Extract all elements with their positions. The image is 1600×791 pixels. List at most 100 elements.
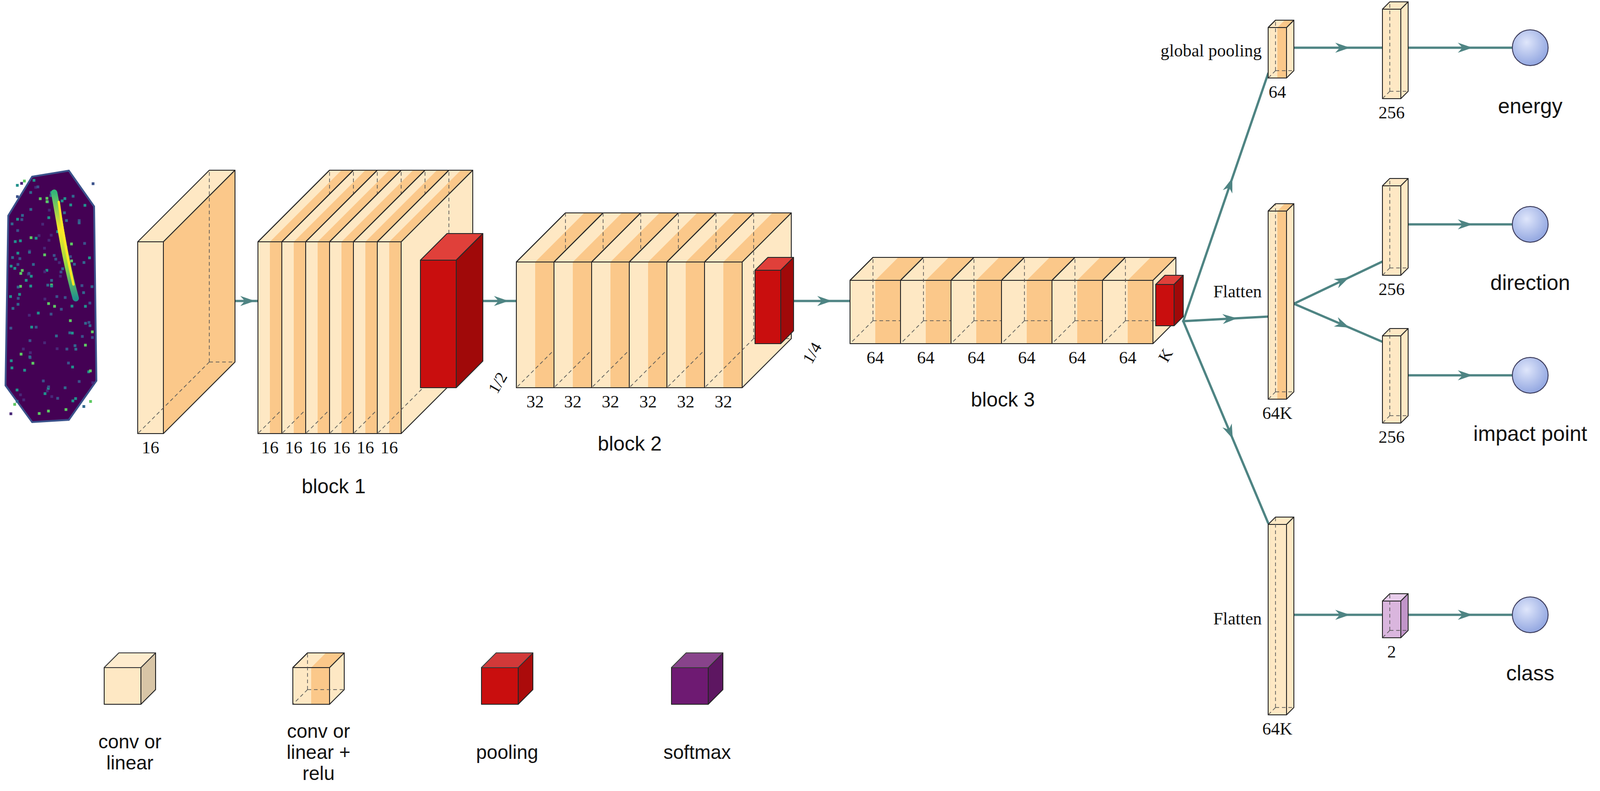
layer-size: 64K: [1262, 719, 1293, 739]
connector-line: [1408, 46, 1512, 50]
pixel: [41, 379, 45, 383]
hidden-edge: [1382, 415, 1390, 424]
layer-size: 32: [676, 392, 695, 412]
layer-size: 256: [1378, 103, 1405, 123]
pixel: [70, 242, 73, 246]
pixel: [18, 257, 22, 261]
connector-arrow: [1293, 609, 1383, 621]
hidden-edge: [1023, 257, 1025, 321]
swatch-front: [481, 667, 519, 705]
layer-shape: [1268, 20, 1294, 79]
output-node: energy: [1511, 29, 1549, 67]
softmax-layer: 2: [1382, 593, 1409, 638]
layer-name: Flatten: [1213, 609, 1262, 629]
pixel: [83, 204, 87, 207]
hidden-edge: [1389, 178, 1391, 269]
pool-factor: 1/4: [799, 339, 826, 368]
pixel: [16, 251, 20, 255]
pixel: [82, 291, 85, 295]
shower-core: [58, 201, 74, 285]
pixel: [54, 257, 57, 261]
arrow-head: [1457, 42, 1473, 53]
pixel: [57, 261, 61, 264]
hidden-edge: [1389, 328, 1391, 416]
connector-arrow: [1408, 42, 1512, 53]
connector-arrow: [482, 296, 517, 307]
front-face: [1382, 9, 1401, 99]
connector-arrow: [1183, 313, 1269, 325]
front-outline: [377, 241, 402, 434]
front-outline: [666, 262, 705, 388]
pixel: [47, 385, 51, 389]
pixel: [91, 381, 95, 385]
pixel: [82, 261, 86, 264]
front-outline: [591, 262, 630, 388]
pooling-layer: 1/4: [755, 257, 794, 344]
layer-size: 32: [639, 392, 657, 412]
pixel: [21, 213, 24, 217]
pixel: [13, 240, 17, 244]
front-face: [1102, 280, 1153, 344]
relu-band: [317, 241, 330, 434]
connector-line: [1293, 261, 1383, 304]
layer-size: 16: [332, 438, 351, 458]
pixel: [27, 313, 31, 317]
relu-band: [1277, 203, 1294, 212]
connector-line: [1408, 374, 1512, 377]
pixel: [50, 234, 53, 237]
pixel: [34, 236, 38, 240]
image-texture: [9, 179, 95, 416]
layer-name: Flatten: [1213, 282, 1262, 302]
relu-band: [1026, 280, 1052, 344]
pixel: [15, 400, 19, 403]
hidden-edge: [1382, 630, 1390, 638]
side-face: [1400, 593, 1409, 638]
pixel: [47, 216, 51, 219]
side-face: [1400, 1, 1409, 99]
relu-band: [269, 241, 282, 434]
layer-name: global pooling: [1160, 41, 1262, 61]
connector-arrow: [1293, 261, 1383, 304]
connector-arrow: [1293, 42, 1383, 53]
hidden-edge: [1389, 415, 1409, 417]
connector-arrow: [793, 296, 851, 307]
relu-band: [365, 241, 378, 434]
top-outline: [1268, 203, 1294, 212]
pixel: [19, 272, 23, 275]
layer-size: 16: [356, 438, 375, 458]
pixel: [32, 262, 35, 266]
pixel: [28, 351, 32, 355]
hidden-edge: [137, 362, 210, 434]
pixel: [49, 313, 53, 316]
pixel: [29, 191, 33, 195]
output-node: direction: [1511, 206, 1549, 243]
arrow-head: [1335, 609, 1350, 621]
front-face: [257, 241, 282, 434]
connector-line: [1293, 303, 1383, 342]
pixel: [16, 296, 20, 300]
hidden-edge: [1074, 257, 1076, 321]
front-face: [292, 667, 330, 705]
layer-size: 64: [1018, 348, 1036, 368]
arrow-head: [1222, 178, 1233, 194]
pixel: [77, 221, 81, 225]
layer-block: block 3646464646464K: [850, 257, 1184, 344]
conv-layer: global pooling64: [1268, 20, 1294, 79]
pixel: [69, 203, 73, 207]
front-outline: [1051, 280, 1103, 344]
conv-layer: Flatten64K: [1268, 517, 1294, 716]
conv-layer: 256: [1382, 328, 1409, 424]
layer-size: 64: [917, 348, 935, 368]
front-face: [1268, 524, 1287, 716]
pixel: [43, 270, 47, 274]
pixel: [19, 393, 23, 397]
hidden-edge: [1268, 707, 1276, 716]
hidden-edge: [1389, 593, 1391, 631]
pixel: [60, 199, 64, 203]
legend-swatch: [292, 653, 345, 705]
pixel: [39, 197, 42, 201]
arrow-head: [1333, 277, 1350, 289]
layer-shape: [1268, 517, 1294, 716]
hidden-edge: [923, 257, 924, 321]
